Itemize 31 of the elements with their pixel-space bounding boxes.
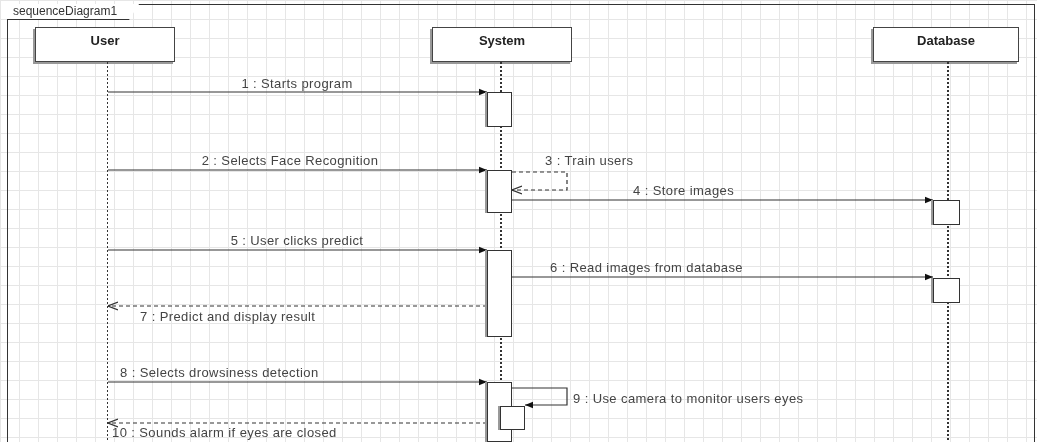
return-message-arrow (107, 301, 488, 311)
activation-bar (933, 200, 960, 225)
edge-label: 8 : Selects drowsiness detection (120, 365, 319, 380)
edge-label: 3 : Train users (545, 153, 634, 168)
edge-label: 6 : Read images from database (550, 260, 743, 275)
return-message-arrow (107, 418, 488, 428)
message-arrow (107, 166, 488, 174)
message-arrow (107, 378, 488, 386)
edge-label: 4 : Store images (633, 183, 735, 198)
activation-bar (500, 406, 525, 430)
edge-label: 1 : Starts program (241, 76, 353, 91)
message-arrow (511, 273, 934, 281)
lifeline-header: User (35, 27, 175, 62)
activation-bar (487, 92, 512, 127)
edge-label: 5 : User clicks predict (230, 233, 364, 248)
frame-title-tab: sequenceDiagram1 (7, 4, 140, 20)
lifeline-header: Database (873, 27, 1019, 62)
lifeline (106, 62, 108, 442)
message-arrow (511, 196, 934, 204)
edge-label: 10 : Sounds alarm if eyes are closed (112, 425, 337, 440)
edge-label: 2 : Selects Face Recognition (201, 153, 379, 168)
activation-bar (933, 278, 960, 303)
edge-label: 7 : Predict and display result (140, 309, 316, 324)
message-arrow (107, 88, 488, 96)
activation-bar (487, 170, 512, 213)
activation-bar (487, 250, 512, 337)
message-arrow (107, 246, 488, 254)
edge-label: 9 : Use camera to monitor users eyes (573, 391, 804, 406)
return-message-arrow (511, 171, 568, 195)
message-arrow (511, 387, 568, 409)
lifeline-header: System (432, 27, 572, 62)
